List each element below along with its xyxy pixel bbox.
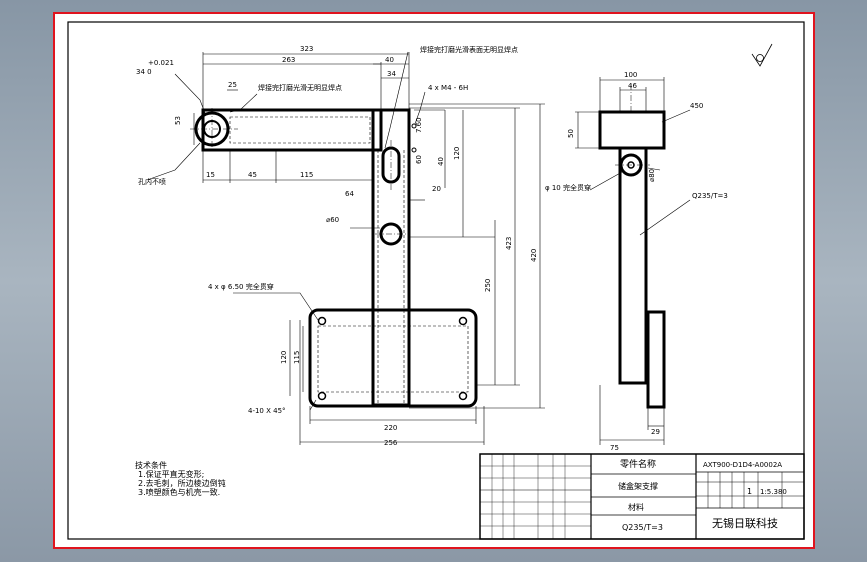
dim-40: 40 bbox=[385, 56, 394, 64]
dim-220: 220 bbox=[384, 424, 397, 432]
dim-120: 120 bbox=[453, 147, 461, 160]
dim-phi80: ⌀80 bbox=[648, 169, 656, 182]
base-hidden-lines bbox=[317, 325, 469, 393]
side-dimension-labels: 100 46 50 75 29 450 ⌀80 φ 10 完全贯穿 Q235/T… bbox=[545, 71, 728, 452]
side-view bbox=[598, 84, 666, 409]
chamfer-note: 4-10 X 45° bbox=[248, 407, 286, 415]
weld-note-2: 焊接完打磨光滑无明显焊点 bbox=[258, 83, 342, 92]
dim-50: 50 bbox=[567, 129, 575, 138]
base-hole bbox=[458, 316, 468, 326]
title-block bbox=[479, 453, 805, 540]
thread-note: 4 x M4 - 6H bbox=[428, 84, 468, 92]
arm-hidden-lines bbox=[229, 116, 371, 144]
front-view bbox=[190, 108, 478, 408]
dim-46: 46 bbox=[628, 82, 637, 90]
dim-250: 250 bbox=[484, 279, 492, 292]
dim-450: 450 bbox=[690, 102, 703, 110]
thread-hole bbox=[411, 123, 417, 129]
dim-263: 263 bbox=[282, 56, 295, 64]
dim-420: 420 bbox=[530, 249, 538, 262]
weld-note-1: 焊接完打磨光滑表面无明显焊点 bbox=[420, 45, 518, 54]
front-dimension-labels: 323 263 40 34 25 +0.021 34 0 53 15 45 11… bbox=[136, 45, 538, 447]
dim-15: 15 bbox=[206, 171, 215, 179]
dim-7-60: 7.60 bbox=[415, 117, 423, 133]
dim-20: 20 bbox=[432, 185, 441, 193]
thru-holes-note: 4 x φ 6.50 完全贯穿 bbox=[208, 282, 274, 291]
drawing-number: AXT900-D1D4-A0002A bbox=[703, 461, 782, 469]
base-hole bbox=[317, 391, 327, 401]
dim-29: 29 bbox=[651, 428, 660, 436]
tech-item: 3.喷塑颜色与机壳一致. bbox=[138, 487, 220, 497]
dim-40v: 40 bbox=[437, 157, 445, 166]
quantity: 1 bbox=[747, 487, 752, 496]
dim-256: 256 bbox=[384, 439, 398, 447]
base-hole bbox=[458, 391, 468, 401]
material-value: Q235/T=3 bbox=[622, 523, 663, 532]
dim-323: 323 bbox=[300, 45, 313, 53]
dim-64: 64 bbox=[345, 190, 354, 198]
side-top-block bbox=[598, 110, 666, 150]
base-plate bbox=[308, 308, 478, 408]
part-name: 储盒架支撑 bbox=[618, 481, 658, 491]
material-spec-note: Q235/T=3 bbox=[692, 192, 728, 200]
title-block-text: 零件名称 AXT900-D1D4-A0002A 储盒架支撑 材料 Q235/T=… bbox=[618, 458, 787, 532]
dim-115: 115 bbox=[300, 171, 313, 179]
tolerance-base: 34 0 bbox=[136, 68, 152, 76]
dim-34: 34 bbox=[387, 70, 396, 78]
thread-hole bbox=[411, 147, 417, 153]
dim-100: 100 bbox=[624, 71, 637, 79]
side-base bbox=[646, 310, 666, 409]
dim-120b: 120 bbox=[280, 351, 288, 364]
side-column bbox=[618, 146, 648, 385]
inner-frame bbox=[67, 21, 805, 540]
tech-item: 2.去毛刺，所边棱边倒钝 bbox=[138, 478, 226, 488]
dim-phi60: ⌀60 bbox=[326, 216, 339, 224]
base-hole bbox=[317, 316, 327, 326]
tolerance-upper: +0.021 bbox=[148, 59, 174, 67]
dim-115b: 115 bbox=[293, 351, 301, 364]
tech-title: 技术条件 bbox=[135, 460, 167, 470]
scale: 1:5.380 bbox=[760, 488, 787, 496]
dim-75: 75 bbox=[610, 444, 619, 452]
drawing-sheet bbox=[53, 12, 815, 549]
part-name-label: 零件名称 bbox=[620, 458, 656, 470]
dim-423: 423 bbox=[505, 237, 513, 250]
material-label: 材料 bbox=[628, 502, 644, 512]
surface-finish-icon bbox=[751, 43, 773, 67]
technical-requirements: 技术条件 1.保证平直无变形; 2.去毛刺，所边棱边倒钝 3.喷塑颜色与机壳一致… bbox=[135, 460, 226, 497]
hole-no-paint-note: 孔内不喷 bbox=[138, 177, 166, 186]
dim-53: 53 bbox=[174, 116, 182, 125]
top-arm bbox=[201, 108, 383, 152]
dim-60v: 60 bbox=[415, 155, 423, 164]
front-dimension-lines bbox=[146, 51, 545, 445]
dim-45: 45 bbox=[248, 171, 257, 179]
dim-25: 25 bbox=[228, 81, 237, 89]
thru10-note: φ 10 完全贯穿 bbox=[545, 183, 591, 192]
tech-item: 1.保证平直无变形; bbox=[138, 469, 204, 479]
side-dimension-lines bbox=[575, 77, 691, 445]
company-name: 无锡日联科技 bbox=[712, 516, 778, 530]
